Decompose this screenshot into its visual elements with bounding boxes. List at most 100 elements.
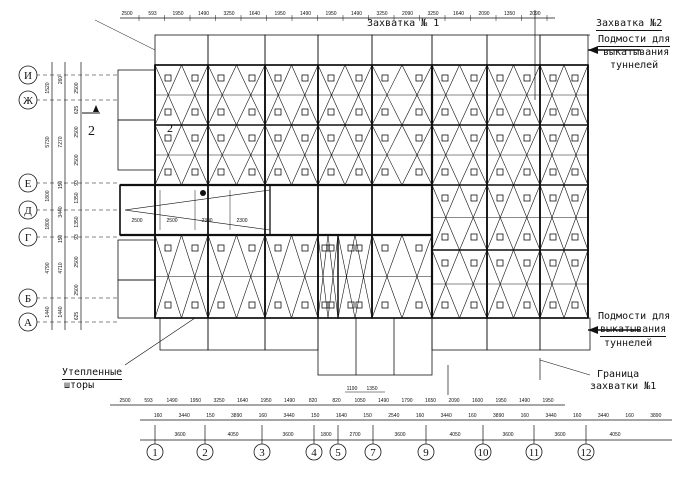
left-middle-label: 150 bbox=[58, 181, 64, 190]
arrow-head-icon bbox=[588, 326, 598, 334]
column-marker-square bbox=[571, 194, 579, 202]
bottom-row1-label: 2090 bbox=[448, 398, 459, 404]
column-marker-square bbox=[327, 168, 335, 176]
bottom-row1-label: 1950 bbox=[542, 398, 553, 404]
left-inner-label: 2500 bbox=[74, 284, 80, 295]
column-marker-square bbox=[301, 108, 309, 116]
scaffold-bottom-line3: туннелей bbox=[604, 338, 653, 349]
lower-bay-box bbox=[159, 317, 209, 351]
upper-bay-box bbox=[154, 34, 209, 66]
row-axis-circle bbox=[18, 227, 38, 247]
column-marker-square bbox=[191, 301, 199, 309]
left-outer-label: 4790 bbox=[45, 262, 51, 273]
bottom-row3-label: 4050 bbox=[449, 432, 460, 438]
leader-line bbox=[94, 19, 156, 51]
left-inner-label: 625 bbox=[74, 312, 80, 321]
column-marker-square bbox=[355, 301, 363, 309]
bottom-row1-label: 820 bbox=[332, 398, 341, 404]
column-marker-square bbox=[470, 74, 478, 82]
left-outer-label: 1440 bbox=[45, 306, 51, 317]
left-middle-label: 260 bbox=[58, 76, 64, 85]
column-marker-square bbox=[441, 168, 449, 176]
left-inner-label: 2500 bbox=[74, 82, 80, 93]
boundary-leader bbox=[539, 359, 591, 376]
column-marker-square bbox=[470, 233, 478, 241]
bottom-row3-label: 3600 bbox=[174, 432, 185, 438]
bottom-row2-label: 2540 bbox=[388, 413, 399, 419]
column-marker-square bbox=[191, 168, 199, 176]
column-marker-square bbox=[248, 244, 256, 252]
section-mark-left: 2 bbox=[88, 124, 95, 139]
column-marker-square bbox=[164, 168, 172, 176]
column-marker-square bbox=[441, 74, 449, 82]
bottom-row1-label: 1950 bbox=[260, 398, 271, 404]
bottom-extra-label: 1190 bbox=[347, 386, 358, 392]
column-marker-square bbox=[217, 168, 225, 176]
column-marker-square bbox=[274, 244, 282, 252]
column-axis-circle bbox=[525, 443, 543, 461]
column-marker-square bbox=[415, 301, 423, 309]
left-inner-label: 2500 bbox=[74, 154, 80, 165]
row-axis-circle bbox=[18, 312, 38, 332]
row-axis-label: Б bbox=[25, 293, 31, 305]
column-marker-square bbox=[441, 108, 449, 116]
column-marker-square bbox=[549, 259, 557, 267]
column-marker-square bbox=[347, 301, 355, 309]
bottom-row2-label: 1640 bbox=[336, 413, 347, 419]
bottom-row1-label: 1490 bbox=[378, 398, 389, 404]
left-middle-label: 150 bbox=[58, 235, 64, 244]
bottom-row2-label: 3440 bbox=[598, 413, 609, 419]
left-inner-label: 1350 bbox=[74, 192, 80, 203]
column-marker-square bbox=[470, 168, 478, 176]
column-marker-square bbox=[523, 259, 531, 267]
row-axis-circle bbox=[18, 173, 38, 193]
top-dimension-label: 2500 bbox=[121, 11, 132, 17]
column-marker-square bbox=[301, 301, 309, 309]
column-axis-circle bbox=[146, 443, 164, 461]
column-marker-square bbox=[441, 233, 449, 241]
top-dimension-label: 1640 bbox=[453, 11, 464, 17]
column-marker-square bbox=[381, 108, 389, 116]
column-marker-square bbox=[523, 108, 531, 116]
column-marker-square bbox=[549, 194, 557, 202]
top-dimension-label: 3250 bbox=[376, 11, 387, 17]
column-axis-label: 2 bbox=[202, 447, 208, 459]
column-marker-square bbox=[496, 168, 504, 176]
bottom-row2-label: 160 bbox=[416, 413, 425, 419]
bottom-row1-label: 1050 bbox=[354, 398, 365, 404]
column-marker-square bbox=[217, 74, 225, 82]
left-bay-box bbox=[117, 119, 156, 171]
column-marker-square bbox=[248, 301, 256, 309]
column-marker-square bbox=[523, 301, 531, 309]
zone-1-title: Захватка № 1 bbox=[367, 18, 440, 29]
column-axis-circle bbox=[474, 443, 492, 461]
top-dimension-label: 1640 bbox=[249, 11, 260, 17]
column-marker-square bbox=[441, 259, 449, 267]
column-marker-square bbox=[470, 259, 478, 267]
bottom-row2-label: 3890 bbox=[650, 413, 661, 419]
bottom-row1-label: 1950 bbox=[495, 398, 506, 404]
top-dimension-label: 1350 bbox=[504, 11, 515, 17]
bottom-row3-label: 1800 bbox=[320, 432, 331, 438]
column-axis-label: 10 bbox=[478, 447, 490, 459]
top-dimension-label: 1950 bbox=[172, 11, 183, 17]
column-marker-square bbox=[274, 134, 282, 142]
column-marker-square bbox=[301, 134, 309, 142]
corridor-dimension-label: 2300 bbox=[236, 218, 247, 224]
left-outer-label: 1800 bbox=[45, 218, 51, 229]
scaffold-top-line3: туннелей bbox=[610, 60, 659, 71]
left-inner-label: 625 bbox=[74, 106, 80, 115]
column-marker-square bbox=[523, 194, 531, 202]
corridor-diagonal bbox=[124, 189, 271, 211]
bottom-row2-label: 160 bbox=[625, 413, 634, 419]
column-marker-square bbox=[415, 134, 423, 142]
left-middle-label: 7270 bbox=[58, 136, 64, 147]
top-dimension-label: 593 bbox=[148, 11, 157, 17]
bottom-row2-label: 150 bbox=[206, 413, 215, 419]
bottom-row1-label: 1490 bbox=[519, 398, 530, 404]
column-marker-square bbox=[496, 233, 504, 241]
column-marker-square bbox=[301, 74, 309, 82]
column-marker-square bbox=[381, 301, 389, 309]
left-bay-box bbox=[117, 69, 156, 121]
left-bay-box bbox=[117, 239, 156, 281]
